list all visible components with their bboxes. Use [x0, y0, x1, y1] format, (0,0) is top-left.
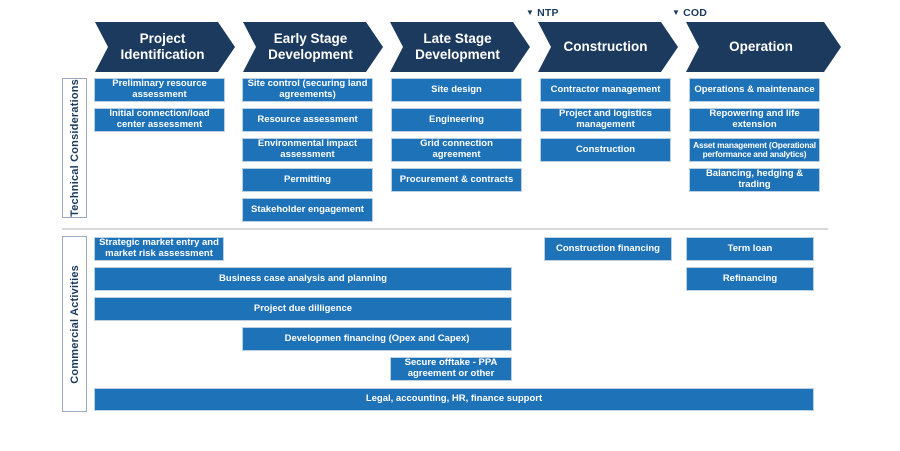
tech-box: Project and logistics management — [540, 108, 671, 132]
tech-box: Resource assessment — [242, 108, 373, 132]
phase-arrow-operation: Operation — [686, 22, 841, 72]
ntp-label: NTP — [537, 7, 559, 19]
lane-label-text: Technical Considerations — [68, 79, 81, 217]
phase-arrow-early-stage-development: Early Stage Development — [243, 22, 383, 72]
tech-box: Stakeholder engagement — [242, 198, 373, 222]
tech-box: Initial connection/load center assessmen… — [94, 108, 225, 132]
tech-box: Balancing, hedging & trading — [689, 168, 820, 192]
commercial-bar-business-case: Business case analysis and planning — [94, 267, 512, 291]
lane-label-technical-considerations: Technical Considerations — [62, 78, 87, 218]
cod-milestone: ▼ COD — [672, 6, 707, 20]
tech-box: Engineering — [391, 108, 522, 132]
lane-divider-line — [62, 228, 828, 230]
triangle-down-icon: ▼ — [526, 8, 535, 17]
commercial-bar-strategic-market-entry: Strategic market entry and market risk a… — [94, 237, 224, 261]
triangle-down-icon: ▼ — [672, 8, 681, 17]
tech-box: Operations & maintenance — [689, 78, 820, 102]
tech-box: Contractor management — [540, 78, 671, 102]
commercial-bar-due-diligence: Project due dilligence — [94, 297, 512, 321]
lane-label-commercial-activities: Commercial Activities — [62, 236, 87, 412]
tech-box: Site design — [391, 78, 522, 102]
commercial-bar-secure-offtake: Secure offtake - PPA agreement or other — [390, 357, 512, 381]
cod-label: COD — [683, 7, 708, 19]
tech-box: Environmental impact assessment — [242, 138, 373, 162]
commercial-bar-term-loan: Term loan — [686, 237, 814, 261]
phase-arrow-late-stage-development: Late Stage Development — [390, 22, 530, 72]
tech-box: Grid connection agreement — [391, 138, 522, 162]
commercial-bar-construction-financing: Construction financing — [544, 237, 672, 261]
tech-box: Repowering and life extension — [689, 108, 820, 132]
commercial-bar-development-financing: Developmen financing (Opex and Capex) — [242, 327, 512, 351]
tech-box: Permitting — [242, 168, 373, 192]
commercial-bar-refinancing: Refinancing — [686, 267, 814, 291]
lane-label-text: Commercial Activities — [68, 264, 81, 384]
tech-box: Construction — [540, 138, 671, 162]
tech-box: Asset management (Operational performanc… — [689, 138, 820, 162]
phase-arrow-project-identification: Project Identification — [95, 22, 235, 72]
tech-box: Site control (securing land agreements) — [242, 78, 373, 102]
phase-arrow-construction: Construction — [538, 22, 678, 72]
tech-box: Preliminary resource assessment — [94, 78, 225, 102]
tech-box: Procurement & contracts — [391, 168, 522, 192]
commercial-bar-legal-support: Legal, accounting, HR, finance support — [94, 388, 814, 411]
ntp-milestone: ▼ NTP — [526, 6, 559, 20]
